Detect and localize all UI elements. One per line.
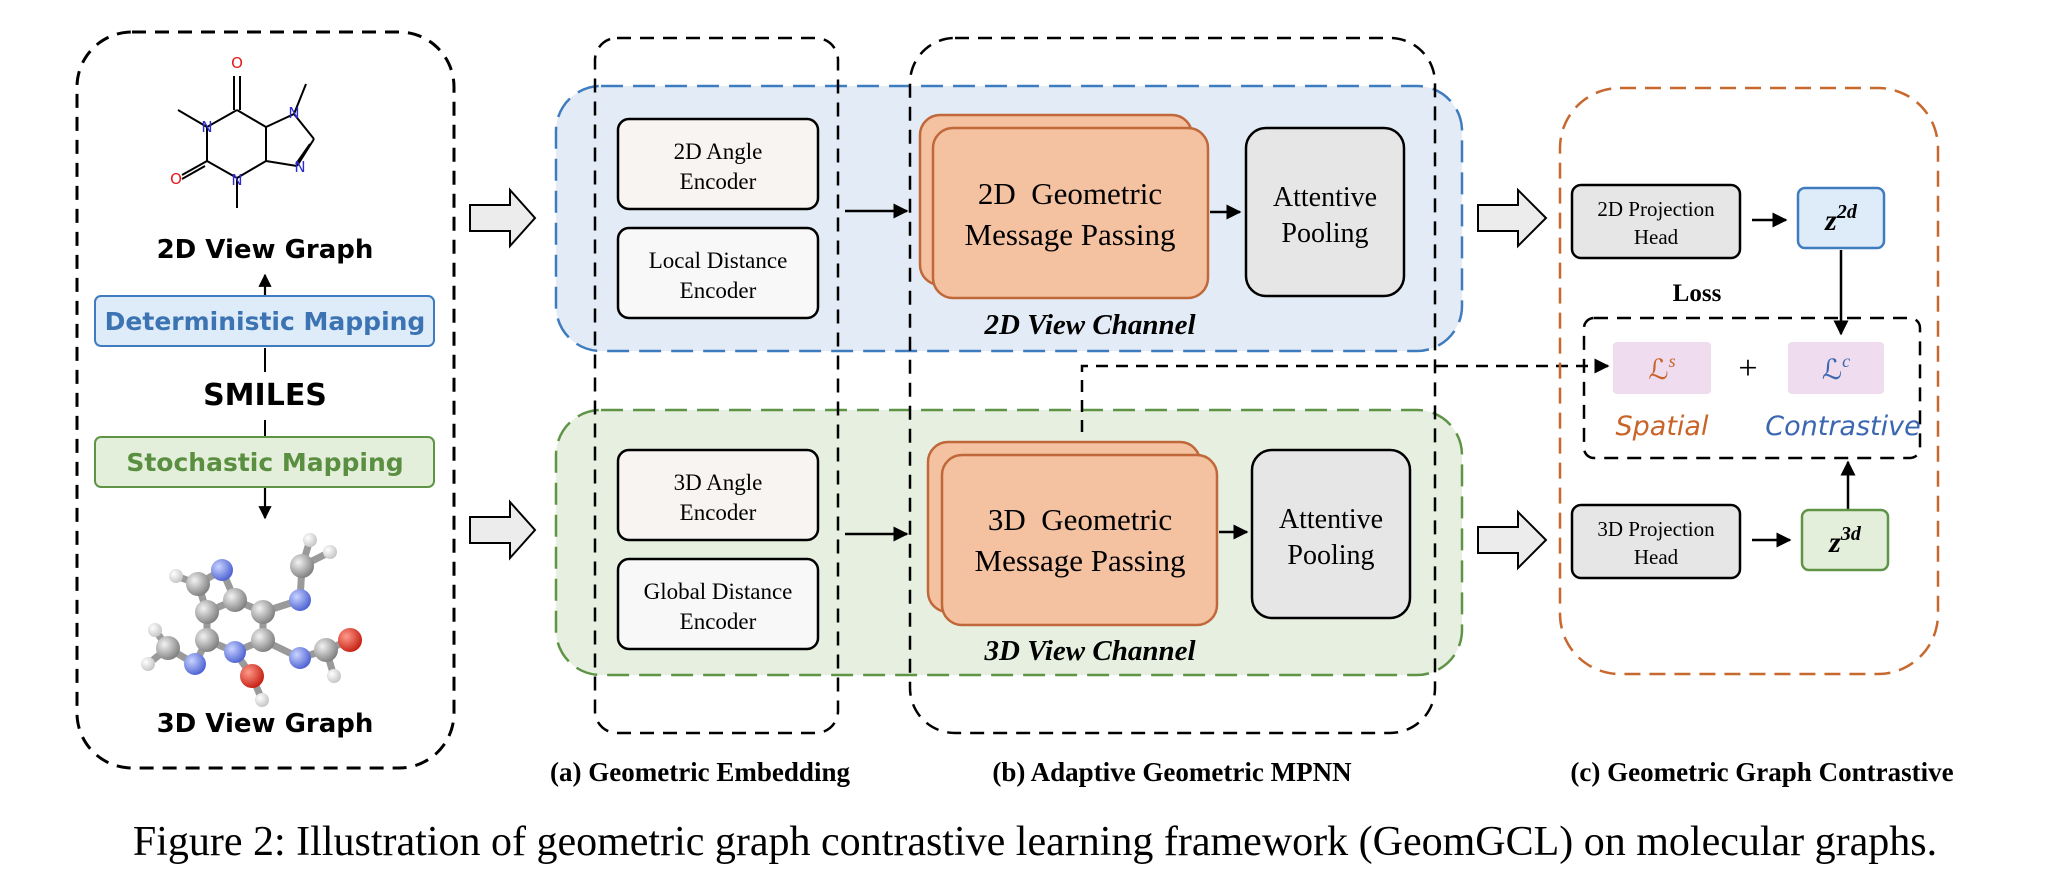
mpnn-frame (908, 36, 1437, 735)
atom-label: N (231, 171, 242, 189)
spatial-loss-box (1613, 342, 1711, 394)
deterministic-mapping-box (94, 295, 435, 347)
contrastive-loss-box (1788, 342, 1884, 394)
angle-3d-encoder-line2: Encoder (680, 500, 757, 525)
plus-sign: + (1738, 350, 1757, 387)
projection-head-3d (1570, 503, 1742, 580)
pool-2d-line2: Pooling (1281, 218, 1368, 249)
pool-3d-line1: Attentive (1279, 504, 1383, 535)
z-2d-box (1796, 186, 1886, 250)
contrastive-loss-symbol: ℒc (1822, 351, 1850, 386)
contrastive-frame (1558, 86, 1940, 676)
loss-label: Loss (1673, 280, 1722, 307)
mp-3d-line2: Message Passing (975, 543, 1186, 578)
proj-3d-line2: Head (1634, 545, 1679, 569)
z-2d-symbol: z2d (1824, 201, 1858, 237)
smiles-label: SMILES (203, 378, 327, 413)
section-label-contrastive: (c) Geometric Graph Contrastive (1570, 757, 1953, 787)
local-distance-encoder (616, 226, 820, 320)
output-arrow-2d (1477, 187, 1548, 249)
proj-2d-line1: 2D Projection (1597, 197, 1715, 221)
deterministic-mapping-label: Deterministic Mapping (105, 307, 426, 336)
z-3d-symbol: z3d (1828, 523, 1862, 559)
input-arrow-2d (469, 187, 537, 249)
contrastive-label: Contrastive (1765, 411, 1920, 442)
mp-2d-line2: Message Passing (965, 217, 1176, 252)
spatial-label: Spatial (1616, 411, 1709, 442)
atom-label: O (170, 170, 182, 188)
proj-2d-line2: Head (1634, 225, 1679, 249)
molecule-3d-image (141, 533, 362, 707)
mp-3d-block (940, 453, 1219, 627)
local-distance-encoder-line1: Local Distance (649, 248, 788, 273)
proj-3d-line1: 3D Projection (1597, 517, 1715, 541)
attentive-pooling-2d (1244, 126, 1406, 298)
angle-2d-encoder-line2: Encoder (680, 169, 757, 194)
output-arrow-3d (1477, 509, 1548, 571)
atom-label: N (294, 158, 305, 176)
global-distance-encoder (616, 557, 820, 651)
global-distance-encoder-line1: Global Distance (644, 579, 793, 604)
attentive-pooling-3d (1250, 448, 1412, 620)
pool-3d-line2: Pooling (1287, 540, 1374, 571)
angle-2d-encoder-line1: 2D Angle (674, 139, 763, 164)
molecule-2d-image (177, 76, 315, 208)
spatial-link (1080, 358, 1610, 432)
embedding-frame (593, 36, 840, 735)
channel-2d-label: 2D View Channel (983, 309, 1196, 341)
graph-2d-label: 2D View Graph (157, 235, 374, 265)
graph-3d-label: 3D View Graph (157, 709, 374, 739)
atom-label: O (231, 54, 243, 72)
mp-2d-line1: 2D Geometric (978, 176, 1162, 211)
loss-region (1582, 316, 1922, 460)
projection-head-2d (1570, 183, 1742, 260)
global-distance-encoder-line2: Encoder (680, 609, 757, 634)
z-3d-box (1800, 508, 1890, 572)
input-panel (75, 30, 456, 770)
angle-3d-encoder (616, 448, 820, 542)
stochastic-mapping-label: Stochastic Mapping (126, 448, 403, 477)
angle-2d-encoder (616, 117, 820, 211)
stochastic-mapping-box (94, 436, 435, 488)
atom-label: N (201, 118, 212, 136)
mp-2d-block (931, 126, 1210, 300)
channel-3d-label: 3D View Channel (983, 635, 1196, 667)
pool-2d-line1: Attentive (1273, 182, 1377, 213)
atom-label: N (288, 104, 299, 122)
section-label-mpnn: (b) Adaptive Geometric MPNN (992, 757, 1352, 787)
spatial-loss-symbol: ℒs (1648, 351, 1675, 386)
section-label-embedding: (a) Geometric Embedding (550, 757, 850, 787)
local-distance-encoder-line2: Encoder (680, 278, 757, 303)
input-arrow-3d (469, 499, 537, 561)
figure-caption: Figure 2: Illustration of geometric grap… (133, 819, 1937, 865)
angle-3d-encoder-line1: 3D Angle (674, 470, 763, 495)
mp-3d-line1: 3D Geometric (988, 502, 1172, 537)
